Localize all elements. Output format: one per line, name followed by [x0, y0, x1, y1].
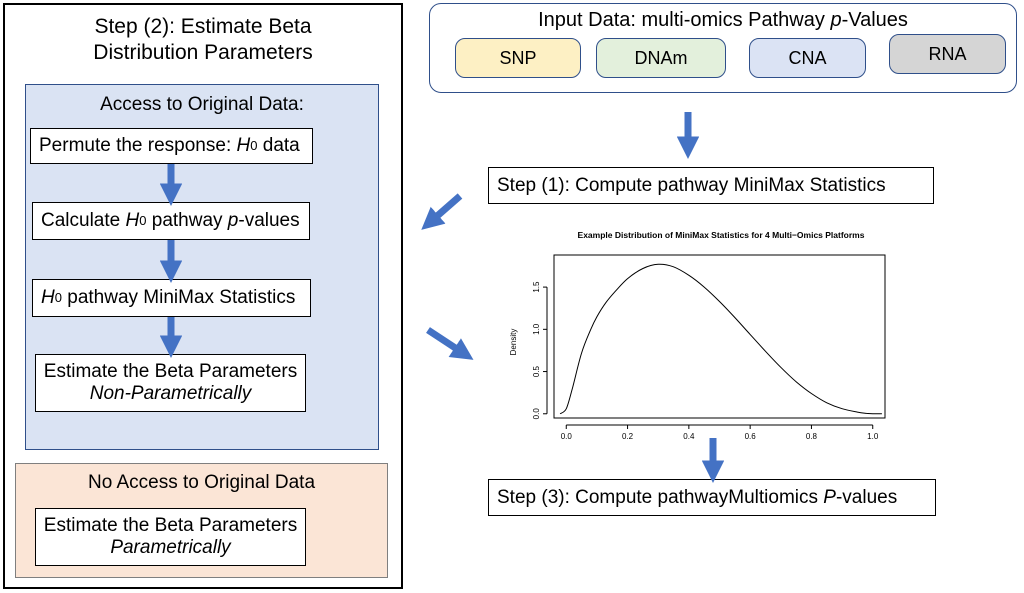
- y-tick-label: 0.0: [532, 408, 541, 420]
- estimate-nonparam-line1: Estimate the Beta Parameters: [43, 361, 298, 382]
- step1-box: Step (1): Compute pathway MiniMax Statis…: [488, 167, 934, 204]
- input-title: Input Data: multi-omics Pathway p-Values: [429, 8, 1017, 32]
- x-tick-label: 0.8: [806, 432, 818, 441]
- chart-axes: 0.0 0.2 0.4 0.6 0.8 1.0 0.0 0.5 1.0 1.5: [532, 281, 879, 441]
- y-tick-label: 0.5: [532, 365, 541, 377]
- mm-h-sub: 0: [54, 290, 62, 305]
- step2-title: Step (2): Estimate Beta Distribution Par…: [20, 14, 386, 66]
- density-chart: Example Distribution of MiniMax Statisti…: [509, 230, 886, 441]
- step3-suffix: -values: [835, 486, 898, 508]
- x-tick-label: 0.6: [745, 432, 757, 441]
- step1-label: Step (1): Compute pathway MiniMax Statis…: [497, 174, 886, 196]
- calc-prefix: Calculate: [41, 210, 126, 231]
- estimate-nonparam-line2: Non-Parametrically: [89, 383, 252, 404]
- chart-title: Example Distribution of MiniMax Statisti…: [578, 230, 865, 240]
- x-tick-label: 1.0: [867, 432, 879, 441]
- calc-suffix: -values: [238, 210, 300, 231]
- estimate-param-line1: Estimate the Beta Parameters: [43, 515, 298, 536]
- platform-cna-label: CNA: [788, 47, 827, 68]
- mm-h-letter: H: [41, 287, 55, 308]
- calc-h-sub: 0: [139, 213, 147, 228]
- platform-snp-label: SNP: [499, 47, 537, 68]
- density-curve: [559, 263, 882, 415]
- platform-dnam: DNAm: [596, 38, 726, 78]
- input-title-prefix: Input Data: multi-omics Pathway: [538, 9, 831, 31]
- arrow-to-chart: [426, 327, 474, 360]
- estimate-param-line2: Parametrically: [110, 537, 231, 558]
- platform-cna: CNA: [749, 38, 866, 78]
- calc-middle: pathway: [146, 210, 228, 231]
- platform-rna: RNA: [889, 34, 1006, 74]
- calc-h-letter: H: [125, 210, 140, 231]
- arrow-step1-to-step2: [421, 193, 463, 230]
- x-tick-label: 0.4: [683, 432, 695, 441]
- platform-snp: SNP: [455, 38, 581, 78]
- x-tick-label: 0.2: [622, 432, 634, 441]
- step2-title-line1: Step (2): Estimate Beta: [94, 15, 312, 38]
- estimate-param-box: Estimate the Beta Parameters Parametrica…: [35, 508, 306, 566]
- platform-dnam-label: DNAm: [634, 47, 688, 68]
- y-tick-label: 1.5: [532, 281, 541, 293]
- plot-frame: [553, 254, 886, 419]
- access-title: Access to Original Data:: [100, 94, 304, 115]
- step2-title-line2: Distribution Parameters: [93, 41, 313, 64]
- no-access-title: No Access to Original Data: [87, 472, 316, 493]
- calc-p-italic: p: [227, 210, 239, 231]
- y-tick-label: 1.0: [532, 323, 541, 335]
- chart-ylabel: Density: [509, 329, 518, 356]
- permute-suffix: data: [257, 135, 300, 156]
- step3-italic: P: [823, 486, 836, 508]
- h0-sub: 0: [250, 138, 258, 153]
- platform-rna-label: RNA: [928, 43, 967, 64]
- estimate-nonparam-box: Estimate the Beta Parameters Non-Paramet…: [35, 354, 306, 412]
- minimax-suffix: pathway MiniMax Statistics: [61, 287, 296, 308]
- step3-prefix: Step (3): Compute pathwayMultiomics: [497, 486, 824, 508]
- input-title-italic: p: [830, 9, 842, 31]
- input-title-suffix: -Values: [841, 9, 908, 31]
- x-tick-label: 0.0: [561, 432, 573, 441]
- permute-prefix: Permute the response:: [39, 135, 237, 156]
- step3-box: Step (3): Compute pathwayMultiomics P-va…: [488, 479, 936, 516]
- h0-letter: H: [236, 135, 251, 156]
